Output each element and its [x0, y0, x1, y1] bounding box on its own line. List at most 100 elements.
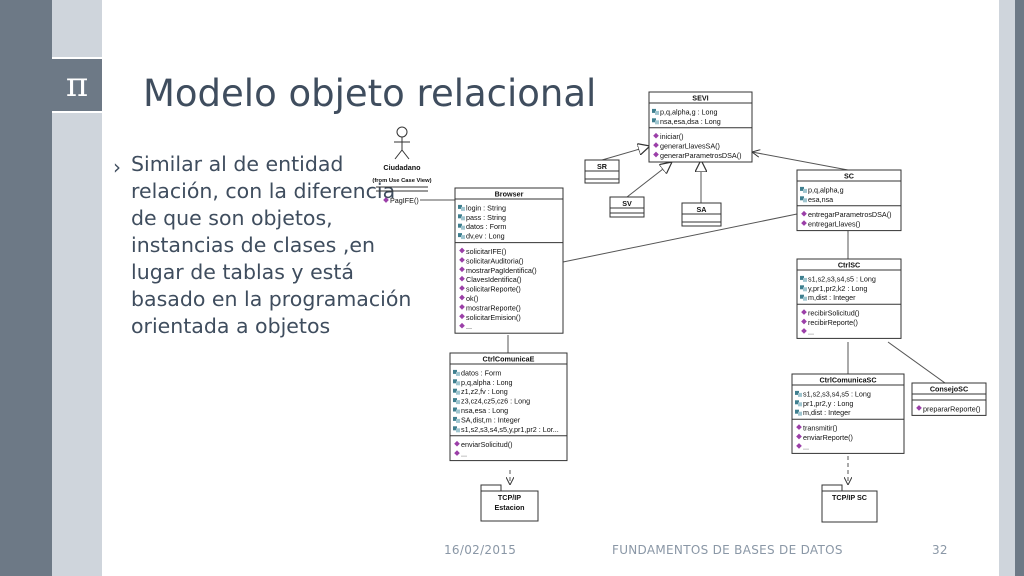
class-method: enviarSolicitud(): [461, 440, 513, 449]
relation-line: [887, 341, 946, 384]
class-ctrlsc: CtrlSC s1,s2,s3,s4,s5 : Longy,pr1,pr2,k2 …: [796, 258, 902, 339]
class-name: SA: [697, 205, 707, 214]
relation-line: [601, 146, 650, 161]
method-icon: [916, 405, 922, 411]
relationship-lines: [420, 146, 946, 485]
method-icon: [454, 440, 460, 447]
attribute-icon: [453, 369, 460, 376]
footer-course: FUNDAMENTOS DE BASES DE DATOS: [612, 543, 843, 557]
method-icon: [796, 424, 802, 430]
page-title: Modelo objeto relacional: [143, 72, 597, 115]
attribute-icon: [652, 108, 659, 115]
class-attribute: pr1,pr2,y : Long: [803, 399, 853, 408]
class-sa: SA: [681, 202, 722, 227]
class-sv: SV: [609, 196, 645, 218]
actor-stereotype: (from Use Case View): [372, 178, 431, 184]
class-method: ok(): [466, 294, 478, 303]
left-band-dark: [0, 0, 52, 576]
attribute-icon: [795, 390, 802, 397]
class-method: enviarReporte(): [803, 433, 853, 442]
bullet-text: Similar al de entidad relación, con la d…: [131, 152, 412, 338]
attribute-icon: [795, 409, 802, 416]
method-icon: [796, 433, 802, 440]
method-icon: [801, 220, 807, 226]
class-method: mostrarReporte(): [466, 303, 521, 312]
relation-line: [752, 152, 849, 171]
class-attribute: z3,cz4,cz5,cz6 : Long: [461, 397, 530, 406]
attribute-icon: [800, 196, 807, 203]
attribute-icon: [800, 285, 807, 292]
attribute-icon: [453, 388, 460, 395]
class-attribute: y,pr1,pr2,k2 : Long: [808, 284, 867, 293]
class-attribute: s1,s2,s3,s4,s5 : Long: [803, 389, 871, 398]
class-method: iniciar(): [660, 132, 684, 141]
relation-line: [626, 162, 672, 198]
class-attribute: m,dist : Integer: [808, 293, 856, 302]
class-name: CtrlComunicaSC: [819, 376, 876, 385]
class-name: SC: [844, 172, 854, 181]
class-method: solicitarEmision(): [466, 313, 521, 322]
method-icon: [801, 328, 807, 334]
attribute-icon: [795, 400, 802, 407]
actor-name: Ciudadano: [383, 163, 421, 172]
footer-date: 16/02/2015: [444, 543, 517, 557]
class-attribute: z1,z2,fv : Long: [461, 387, 508, 396]
class-sc: SCp,q,alpha,gesa,nsaentregarParametrosDS…: [796, 169, 902, 232]
method-icon: [459, 285, 465, 291]
class-name: CtrlSC: [838, 261, 860, 270]
class-ctrlcomunicasc: CtrlComunicaSC s1,s2,s3,s4,s5 : Longpr1,p…: [791, 373, 905, 454]
class-method: solicitarIFE(): [466, 247, 506, 256]
class-attribute: p,q,alpha : Long: [461, 378, 513, 387]
class-name: SEVI: [692, 94, 708, 103]
class-attribute: login : String: [466, 203, 506, 212]
class-method: recibirReporte(): [808, 318, 858, 327]
attribute-icon: [652, 118, 659, 125]
attribute-icon: [458, 233, 465, 240]
method-icon: [459, 294, 465, 301]
attribute-icon: [458, 204, 465, 211]
pi-logo-icon: π: [52, 57, 102, 113]
class-name: SR: [597, 162, 608, 171]
package-name: TCP/IP: [498, 493, 521, 502]
method-icon: [801, 309, 807, 315]
class-method: ...: [803, 442, 809, 451]
attribute-icon: [800, 186, 807, 193]
class-method: recibirSolicitud(): [808, 309, 860, 318]
attribute-icon: [453, 398, 460, 405]
relation-line: [562, 213, 798, 263]
class-name: ConsejoSC: [930, 385, 968, 394]
class-attribute: datos : Form: [461, 368, 501, 377]
method-icon: [796, 443, 802, 449]
class-method: ClavesIdentifica(): [466, 275, 522, 284]
attribute-icon: [800, 294, 807, 301]
class-attribute: nsa,esa : Long: [461, 406, 508, 415]
method-icon: [383, 197, 389, 203]
attribute-icon: [453, 407, 460, 414]
class-attribute: dv,ev : Long: [466, 232, 505, 241]
class-name: Browser: [495, 190, 524, 199]
class-method: prepararReporte(): [923, 404, 981, 413]
right-band-dark: [1015, 0, 1024, 576]
class-attribute: datos : Form: [466, 222, 506, 231]
class-attribute: s1,s2,s3,s4,s5 : Long: [808, 274, 876, 283]
class-method: entregarParametrosDSA(): [808, 210, 892, 219]
class-name: CtrlComunicaE: [483, 355, 535, 364]
class-attribute: nsa,esa,dsa : Long: [660, 117, 721, 126]
method-icon: [459, 304, 465, 310]
method-icon: [459, 322, 465, 329]
method-icon: [653, 132, 659, 139]
pi-symbol: π: [65, 65, 89, 105]
attribute-icon: [453, 379, 460, 386]
class-attribute: SA,dist,m : Integer: [461, 415, 521, 424]
method-icon: [653, 142, 659, 148]
method-icon: [459, 266, 465, 273]
right-band-light: [999, 0, 1015, 576]
class-method: ...: [808, 327, 814, 336]
class-consejosc: ConsejoSC prepararReporte(): [911, 382, 987, 416]
actor-method: PagIFE(): [390, 196, 419, 205]
class-sr: SR: [584, 159, 620, 184]
method-icon: [459, 313, 465, 320]
attribute-icon: [800, 275, 807, 282]
method-icon: [459, 275, 465, 282]
